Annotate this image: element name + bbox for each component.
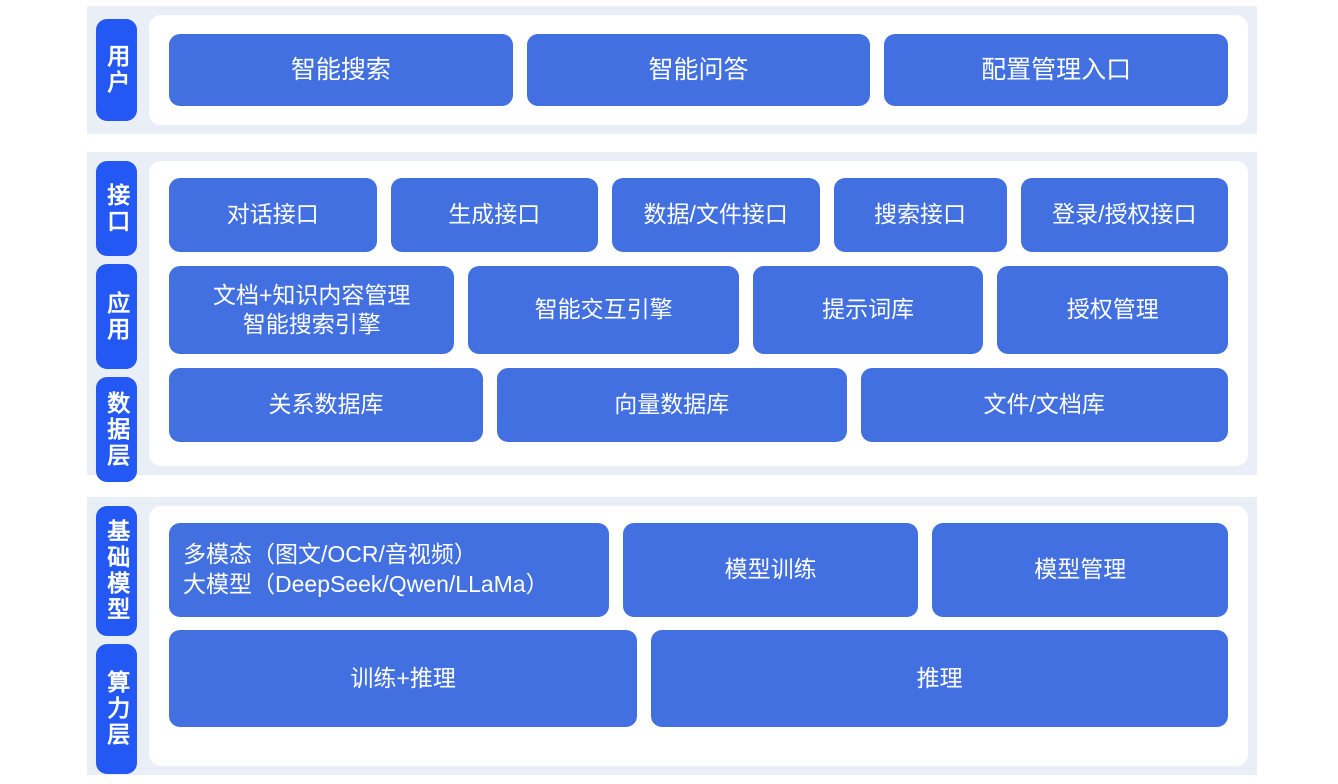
section-users: 用户 智能搜索 智能问答 配置管理入口 <box>87 6 1257 134</box>
box-search-api[interactable]: 搜索接口 <box>833 178 1007 252</box>
row-data-layer: 关系数据库 向量数据库 文件/文档库 <box>169 368 1228 442</box>
layer-tab-users[interactable]: 用户 <box>96 19 137 121</box>
layer-tab-application[interactable]: 应用 <box>96 264 137 369</box>
box-config-management-entry[interactable]: 配置管理入口 <box>884 34 1229 106</box>
box-smart-interaction-engine[interactable]: 智能交互引擎 <box>468 266 739 354</box>
box-vector-database[interactable]: 向量数据库 <box>496 368 847 442</box>
row-interface: 对话接口 生成接口 数据/文件接口 搜索接口 登录/授权接口 <box>169 178 1229 252</box>
box-training-plus-inference[interactable]: 训练+推理 <box>169 630 638 727</box>
box-inference[interactable]: 推理 <box>651 630 1228 727</box>
box-relational-database[interactable]: 关系数据库 <box>169 368 483 442</box>
box-document-knowledge-management[interactable]: 文档+知识内容管理 智能搜索引擎 <box>169 266 455 354</box>
section-infrastructure: 基础模型 算力层 多模态（图文/OCR/音视频） 大模型（DeepSeek/Qw… <box>87 497 1257 775</box>
row-foundation-model: 多模态（图文/OCR/音视频） 大模型（DeepSeek/Qwen/LLaMa）… <box>169 523 1229 617</box>
box-generation-api[interactable]: 生成接口 <box>390 178 598 252</box>
row-compute-layer: 训练+推理 推理 <box>169 630 1228 727</box>
box-prompt-library[interactable]: 提示词库 <box>752 266 984 354</box>
box-data-file-api[interactable]: 数据/文件接口 <box>612 178 820 252</box>
box-authorization-management[interactable]: 授权管理 <box>997 266 1228 354</box>
box-login-auth-api[interactable]: 登录/授权接口 <box>1020 178 1229 252</box>
layer-tab-interface[interactable]: 接口 <box>96 161 137 256</box>
card-infrastructure: 多模态（图文/OCR/音视频） 大模型（DeepSeek/Qwen/LLaMa）… <box>149 506 1248 766</box>
box-model-management[interactable]: 模型管理 <box>932 523 1229 617</box>
section-middle: 接口 应用 数据层 对话接口 生成接口 数据/文件接口 搜索接口 登录/授权接口… <box>87 152 1257 482</box>
tab-column-users: 用户 <box>87 6 146 134</box>
box-smart-qa[interactable]: 智能问答 <box>526 34 871 106</box>
box-multimodal-large-model[interactable]: 多模态（图文/OCR/音视频） 大模型（DeepSeek/Qwen/LLaMa） <box>169 523 609 617</box>
card-users: 智能搜索 智能问答 配置管理入口 <box>149 15 1248 125</box>
tab-column-middle: 接口 应用 数据层 <box>87 152 146 482</box>
box-dialogue-api[interactable]: 对话接口 <box>169 178 377 252</box>
box-model-training[interactable]: 模型训练 <box>622 523 919 617</box>
layer-tab-foundation-model[interactable]: 基础模型 <box>96 506 137 636</box>
layer-tab-data[interactable]: 数据层 <box>96 377 137 482</box>
row-application: 文档+知识内容管理 智能搜索引擎 智能交互引擎 提示词库 授权管理 <box>169 266 1228 354</box>
row-user-entries: 智能搜索 智能问答 配置管理入口 <box>169 34 1229 106</box>
box-file-document-store[interactable]: 文件/文档库 <box>860 368 1228 442</box>
card-middle: 对话接口 生成接口 数据/文件接口 搜索接口 登录/授权接口 文档+知识内容管理… <box>149 161 1248 466</box>
layer-tab-compute[interactable]: 算力层 <box>96 644 137 774</box>
box-smart-search[interactable]: 智能搜索 <box>169 34 513 106</box>
tab-column-infrastructure: 基础模型 算力层 <box>87 497 146 775</box>
